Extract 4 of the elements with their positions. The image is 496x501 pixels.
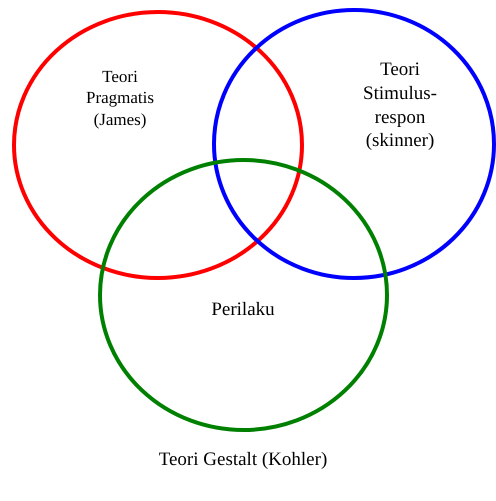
circle-label: Teori Pragmatis (James) bbox=[85, 66, 155, 130]
circle-label: Perilaku bbox=[210, 298, 276, 322]
circle-label: Teori Stimulus-respon (skinner) bbox=[362, 58, 438, 153]
circle-label: Teori Gestalt (Kohler) bbox=[158, 448, 328, 472]
